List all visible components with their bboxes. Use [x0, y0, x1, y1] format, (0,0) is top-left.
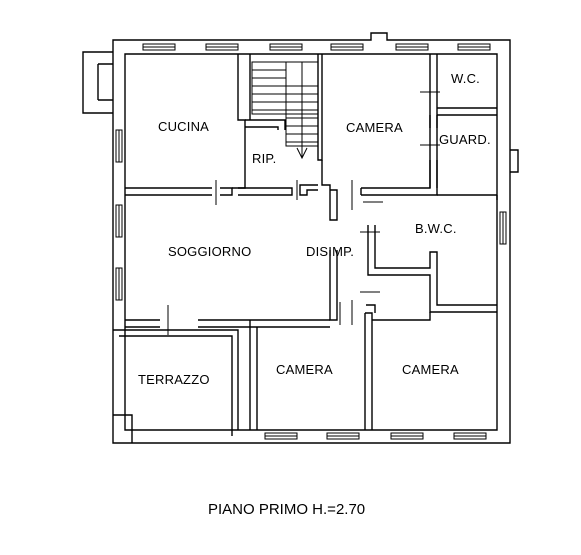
room-label-bwc: B.W.C.: [415, 221, 457, 236]
room-label-terrazzo: TERRAZZO: [138, 372, 210, 387]
room-label-wc: W.C.: [451, 71, 480, 86]
outer-walls: [112, 32, 511, 444]
room-label-camera-se: CAMERA: [402, 362, 459, 377]
room-label-soggiorno: SOGGIORNO: [168, 244, 251, 259]
room-label-camera-nw: CAMERA: [346, 120, 403, 135]
windows-top: [142, 43, 491, 51]
camera-se-walls: [364, 312, 431, 430]
room-label-camera-s: CAMERA: [276, 362, 333, 377]
wc-walls: [437, 107, 497, 116]
bwc-walls: [367, 225, 497, 313]
room-label-cucina: CUCINA: [158, 119, 209, 134]
staircase: [249, 54, 323, 161]
windows-bottom: [264, 432, 487, 440]
chimney-left: [82, 51, 113, 114]
plan-caption: PIANO PRIMO H.=2.70: [208, 501, 365, 518]
kitchen-walls: [125, 187, 233, 196]
closet-walls: [245, 119, 286, 130]
room-label-guard: GUARD.: [439, 132, 491, 147]
living-walls: [125, 319, 250, 328]
windows-sides: [115, 129, 507, 301]
camera-s-walls: [249, 327, 258, 430]
bump-right: [510, 149, 519, 173]
room-label-disimp: DISIMP.: [306, 244, 354, 259]
terrace: [113, 329, 239, 443]
room-label-rip: RIP.: [252, 151, 276, 166]
